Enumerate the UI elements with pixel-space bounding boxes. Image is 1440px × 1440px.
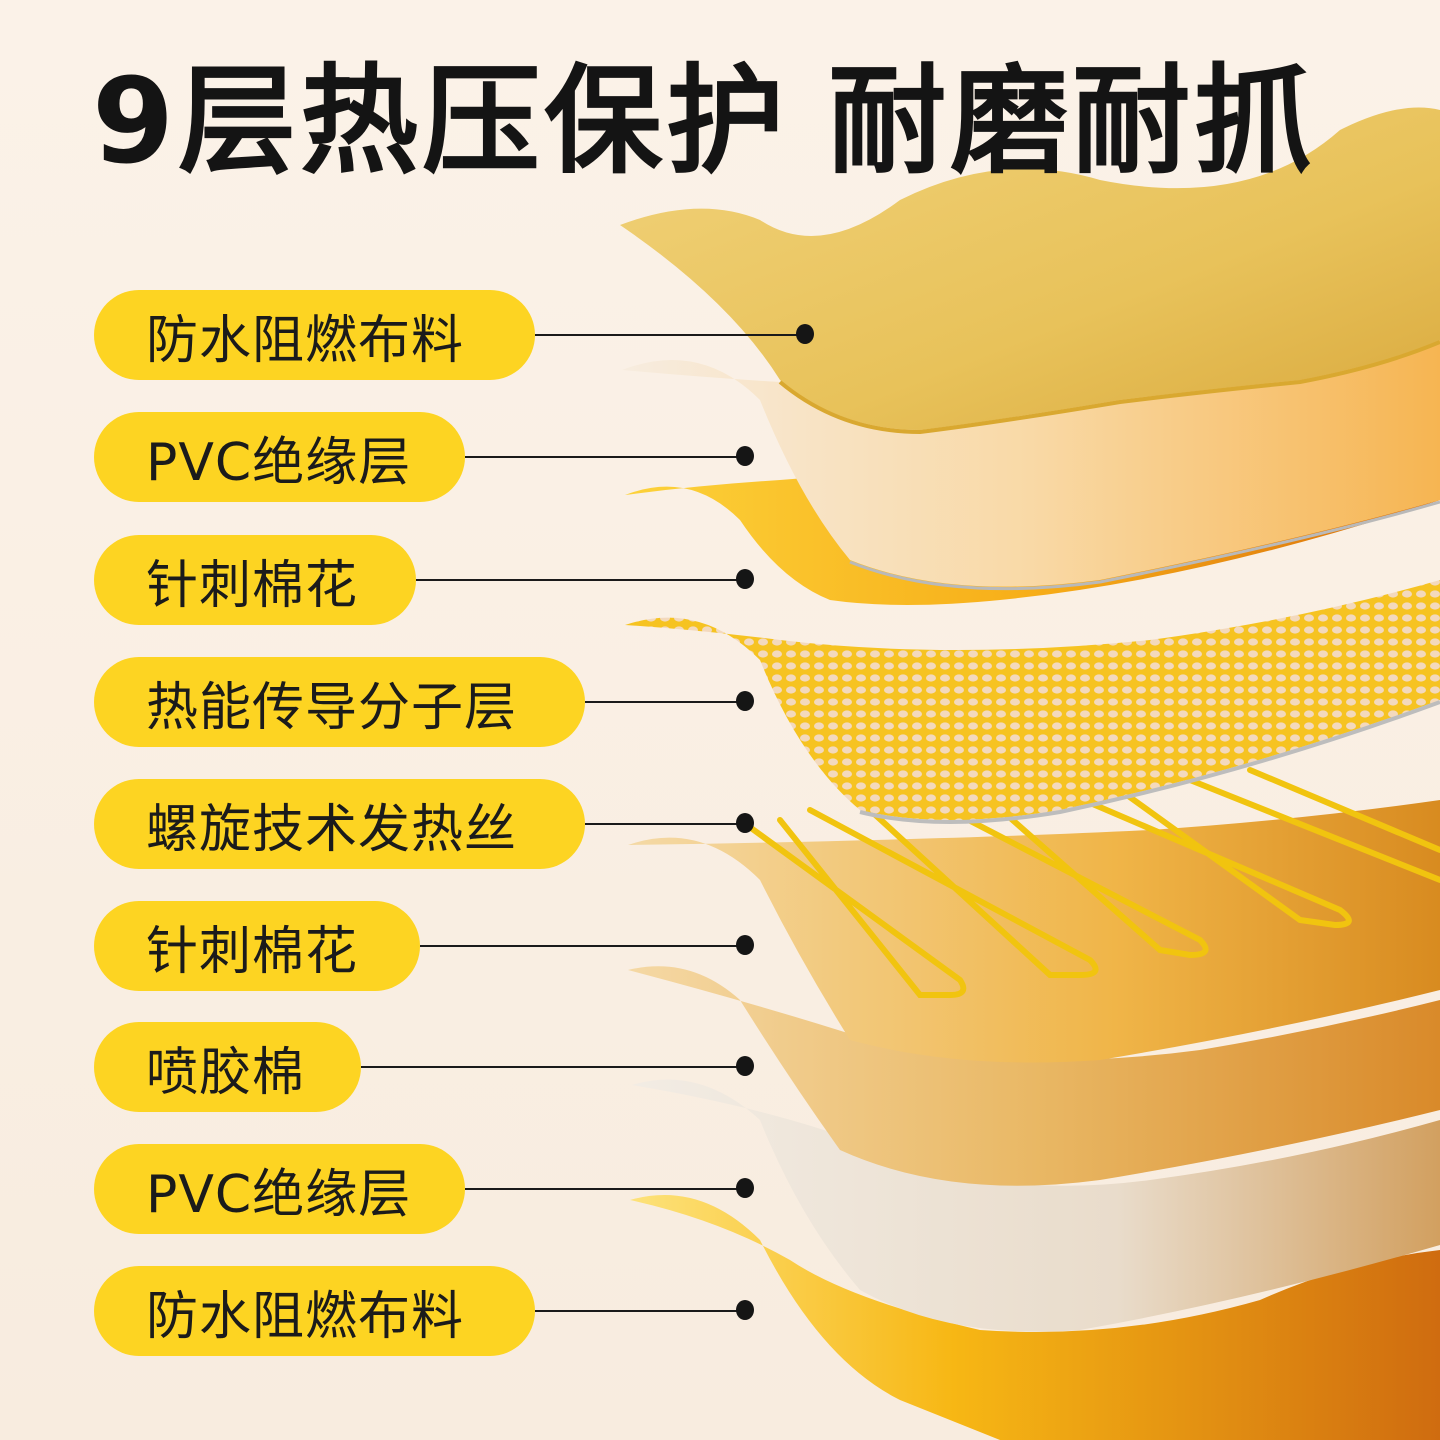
headline-part2: 耐磨耐抓 xyxy=(828,52,1317,190)
leader-line xyxy=(535,334,805,336)
layer-label-text: 防水阻燃布料 xyxy=(146,1286,465,1347)
layer-label-5: 螺旋技术发热丝 xyxy=(94,779,585,869)
leader-line xyxy=(465,1188,745,1190)
marker-dot xyxy=(736,1300,754,1320)
headline: 9层热压保护耐磨耐抓 xyxy=(92,62,1316,180)
layer-label-text: PVC绝缘层 xyxy=(146,1164,412,1225)
marker-dot xyxy=(736,1056,754,1076)
leader-line xyxy=(420,945,745,947)
layer-label-3: 针刺棉花 xyxy=(94,535,416,625)
marker-dot xyxy=(736,813,754,833)
leader-line xyxy=(585,823,745,825)
layer-label-2: PVC绝缘层 xyxy=(94,412,465,502)
layer-label-8: PVC绝缘层 xyxy=(94,1144,465,1234)
layer-label-text: PVC绝缘层 xyxy=(146,432,412,493)
layer-label-4: 热能传导分子层 xyxy=(94,657,585,747)
layer-label-6: 针刺棉花 xyxy=(94,901,420,991)
layer-label-9: 防水阻燃布料 xyxy=(94,1266,535,1356)
marker-dot xyxy=(736,935,754,955)
marker-dot xyxy=(736,569,754,589)
leader-line xyxy=(465,456,745,458)
marker-dot xyxy=(796,324,814,344)
marker-dot xyxy=(736,1178,754,1198)
headline-part1: 9层热压保护 xyxy=(92,52,789,190)
layer-label-text: 防水阻燃布料 xyxy=(146,310,465,371)
leader-line xyxy=(585,701,745,703)
layer-label-7: 喷胶棉 xyxy=(94,1022,361,1112)
marker-dot xyxy=(736,691,754,711)
layer-label-text: 针刺棉花 xyxy=(146,555,359,616)
leader-line xyxy=(416,579,746,581)
layer-label-text: 螺旋技术发热丝 xyxy=(146,799,518,860)
marker-dot xyxy=(736,446,754,466)
layer-label-text: 喷胶棉 xyxy=(146,1042,306,1103)
layer-label-text: 热能传导分子层 xyxy=(146,677,518,738)
layer-label-1: 防水阻燃布料 xyxy=(94,290,535,380)
heating-wire xyxy=(737,767,1440,998)
layer-label-text: 针刺棉花 xyxy=(146,921,359,982)
leader-line xyxy=(535,1310,745,1312)
leader-line xyxy=(361,1066,746,1068)
